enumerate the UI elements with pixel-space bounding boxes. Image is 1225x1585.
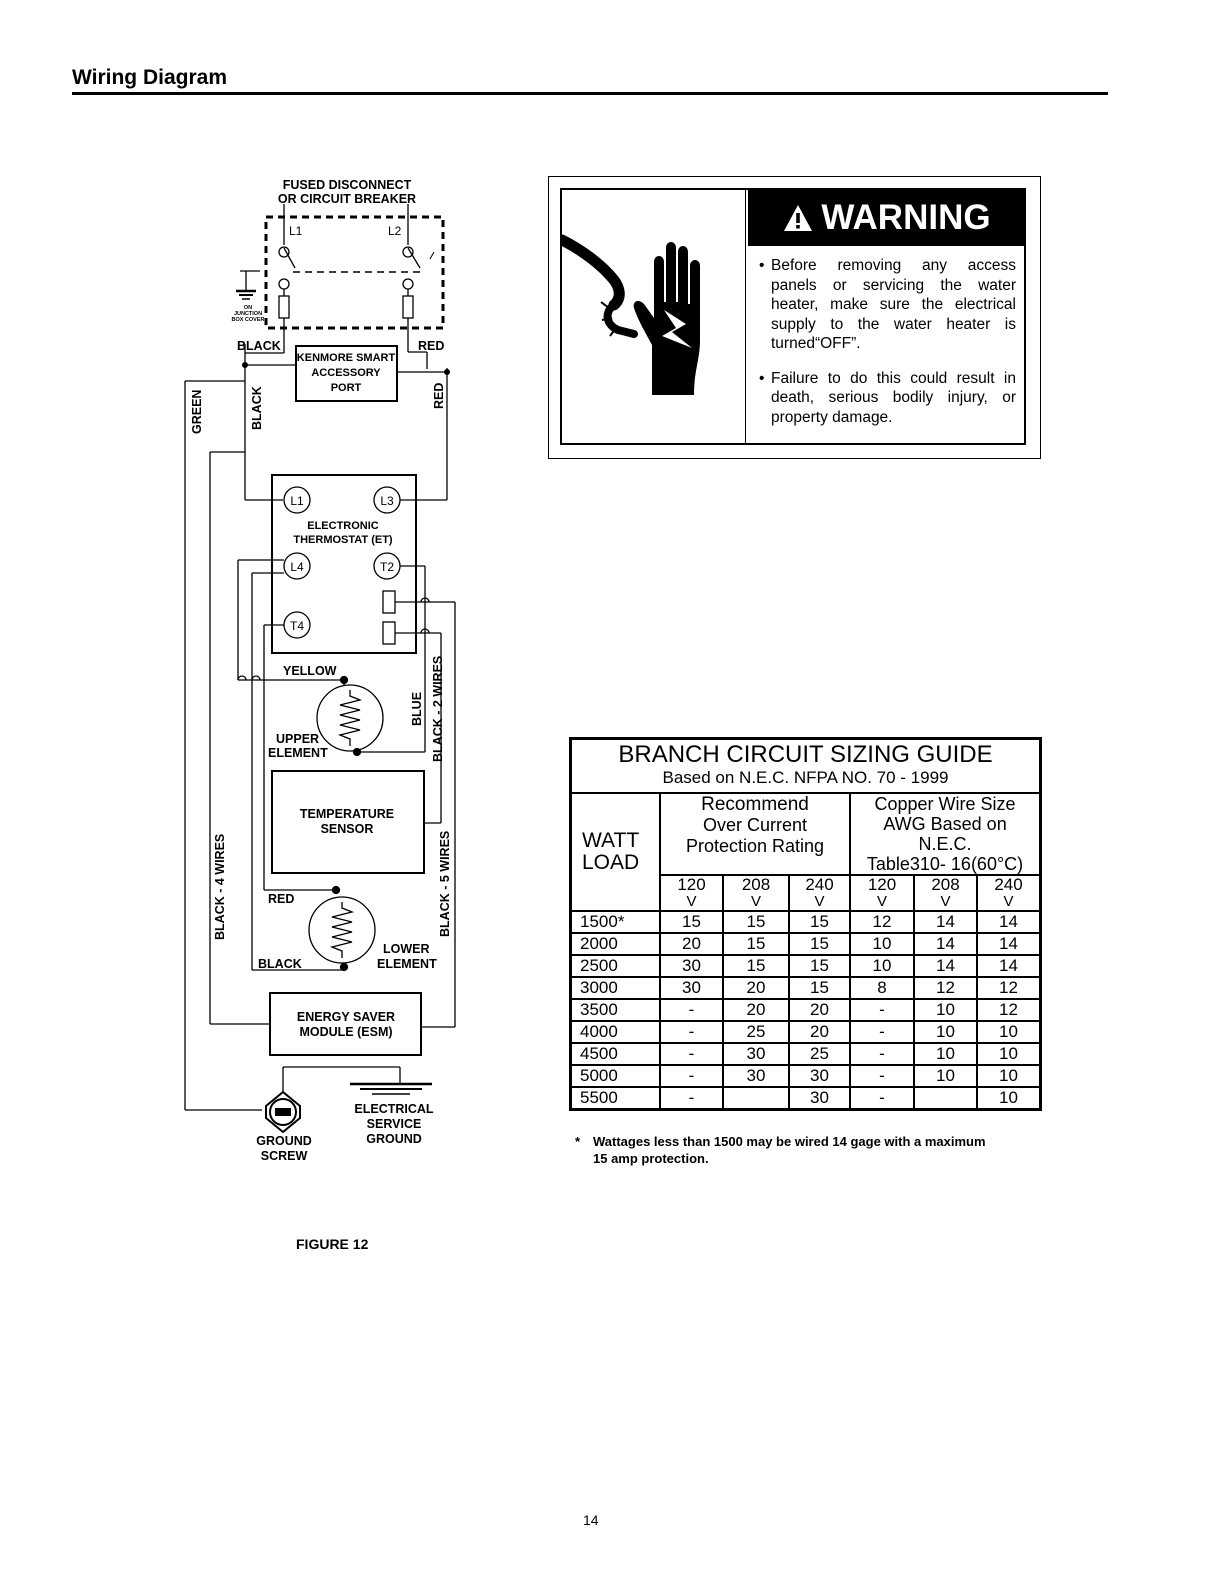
fused-disconnect-label-1: FUSED DISCONNECT [283,178,412,192]
protection-rating-header: Recommend Over Current Protection Rating [658,794,852,876]
red-wire-label: RED [432,383,446,409]
kenmore-label-2: ACCESSORY [311,367,381,379]
warning-title: WARNING [821,198,991,237]
thermostat-label-2: THERMOSTAT (ET) [293,534,393,546]
branch-circuit-sizing-guide: BRANCH CIRCUIT SIZING GUIDE Based on N.E… [569,737,1042,1111]
upper-element-label-2: ELEMENT [268,746,328,760]
warning-triangle-icon [784,205,813,231]
terminal-l4: L4 [290,560,304,574]
warning-bullet-1: Before removing any access panels or ser… [754,256,1016,354]
temp-sensor-label-1: TEMPERATURE [300,807,394,821]
footnote-line-2: 15 amp protection. [593,1151,709,1166]
service-ground-label-1: ELECTRICAL [354,1102,434,1116]
black-2-wires-label: BLACK - 2 WIRES [431,656,445,762]
service-ground-label-2: SERVICE [367,1117,422,1131]
copper-wire-header: Copper Wire Size AWG Based on N.E.C. Tab… [849,794,1039,876]
service-ground-label-3: GROUND [366,1132,422,1146]
table-subtitle: Based on N.E.C. NFPA NO. 70 - 1999 [662,768,949,787]
ground-screw-label-1: GROUND [256,1134,312,1148]
table-heading: BRANCH CIRCUIT SIZING GUIDE Based on N.E… [572,740,1039,794]
black-lower-label: BLACK [258,957,302,971]
wiring-diagram: FUSED DISCONNECT OR CIRCUIT BREAKER L1 L… [184,178,456,1163]
kenmore-label-1: KENMORE SMART [297,352,396,364]
yellow-wire-label: YELLOW [283,664,337,678]
table-row: 5500-30-10 [572,1086,1039,1108]
table-title: BRANCH CIRCUIT SIZING GUIDE [618,741,993,768]
junction-label-1: ON [244,305,252,311]
terminal-t4: T4 [290,619,304,633]
page-title: Wiring Diagram [72,66,227,89]
black-wire-label: BLACK [250,386,264,430]
black-top-label: BLACK [237,339,281,353]
table-footnote: * Wattages less than 1500 may be wired 14… [575,1133,1045,1167]
thermostat-label-1: ELECTRONIC [307,520,379,532]
breaker-l2-label: L2 [388,224,402,238]
warning-inner-frame: WARNING Before removing any access panel… [556,188,1026,445]
red-lower-label: RED [268,892,294,906]
black-5-wires-label: BLACK - 5 WIRES [438,831,452,937]
fused-disconnect-label-2: OR CIRCUIT BREAKER [278,192,416,206]
green-wire-label: GREEN [190,390,204,434]
warning-banner: WARNING [748,190,1026,246]
shock-hazard-icon [556,190,746,443]
terminal-t2: T2 [380,560,394,574]
warning-bullet-2: Failure to do this could result in death… [754,369,1016,428]
table-header-row: WATT LOAD Recommend Over Current Protect… [572,794,1039,912]
kenmore-label-3: PORT [331,382,362,394]
footnote-line-1: Wattages less than 1500 may be wired 14 … [593,1134,986,1149]
terminal-l1: L1 [290,494,304,508]
page-number: 14 [583,1512,599,1528]
watt-load-header: WATT LOAD [572,794,661,912]
lower-element-label-1: LOWER [383,942,430,956]
temp-sensor-label-2: SENSOR [321,822,374,836]
esm-label-1: ENERGY SAVER [297,1010,395,1024]
ground-screw-label-2: SCREW [261,1149,308,1163]
junction-label-3: BOX COVER [231,317,264,323]
red-top-label: RED [418,339,444,353]
breaker-l1-label: L1 [289,224,303,238]
footnote-star: * [575,1134,581,1149]
lower-element-label-2: ELEMENT [377,957,437,971]
terminal-l3: L3 [380,494,394,508]
upper-element-label-1: UPPER [276,732,319,746]
sizing-table: WATT LOAD Recommend Over Current Protect… [572,794,1039,1108]
warning-panel: WARNING Before removing any access panel… [548,176,1041,459]
figure-label: FIGURE 12 [296,1236,369,1252]
title-rule [72,92,1108,95]
junction-label-2: JUNCTION [234,311,262,317]
warning-text: Before removing any access panels or ser… [754,256,1016,442]
blue-wire-label: BLUE [410,692,424,726]
black-4-wires-label: BLACK - 4 WIRES [213,834,227,940]
esm-label-2: MODULE (ESM) [299,1025,392,1039]
